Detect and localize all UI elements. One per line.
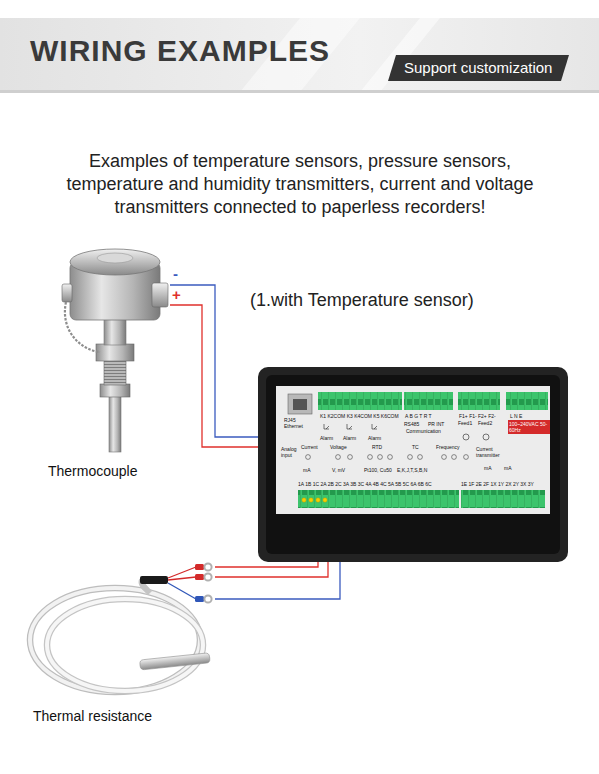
terminal-label: Frequency	[436, 444, 460, 450]
sensor-caption: Thermal resistance	[33, 707, 152, 725]
tag-box: Support customization	[388, 55, 569, 81]
section-heading: (1.with Temperature sensor)	[250, 289, 474, 311]
paperless-recorder: RJ45 EthernetK1 K2COM K3 K4COM K5 K6COMA…	[258, 367, 568, 562]
terminal-label: mA	[303, 467, 311, 473]
terminal-label: Current transmitter	[476, 446, 516, 458]
thermal-resistance-drawing	[30, 563, 212, 692]
terminal-label: RS485	[404, 421, 419, 427]
terminal-label: L N E	[510, 413, 546, 419]
terminal-label: Voltage	[330, 444, 347, 450]
tag-shape	[388, 55, 569, 81]
terminal-label: Communication	[406, 428, 441, 434]
header-band	[0, 18, 599, 93]
terminal-label: A B G T R T	[405, 413, 453, 419]
terminal-label: PR INT	[428, 421, 444, 427]
terminal-label: E,K,J,T,S,B,N	[397, 467, 427, 473]
signal-wire	[215, 562, 328, 577]
terminal-label: Alarm	[343, 435, 356, 441]
terminal-label: Alarm	[320, 435, 333, 441]
terminal-label: RJ45 Ethernet	[284, 417, 314, 429]
signal-wire	[215, 562, 340, 599]
terminal-label: Pt100, Cu50	[364, 467, 392, 473]
signal-wire	[170, 305, 258, 447]
terminal-label: K1 K2COM K3 K4COM K5 K6COM	[320, 413, 404, 419]
terminal-label: V, mV	[332, 467, 345, 473]
sensor-caption: Thermocouple	[48, 462, 138, 480]
description-text: Examples of temperature sensors, pressur…	[40, 150, 560, 219]
terminal-label: TC	[412, 444, 419, 450]
tag-text: Support customization	[404, 59, 552, 77]
thermocouple-sensor: Thermocouple	[40, 245, 170, 482]
page-title: WIRING EXAMPLES	[30, 34, 330, 68]
polarity-mark: +	[172, 287, 181, 303]
terminal-label: Feed1	[458, 420, 472, 426]
thermal-resistance-sensor: Thermal resistance	[25, 555, 215, 727]
terminal-label: 1E 1F 2E 2F 1X 1Y 2X 2Y 3X 3Y	[461, 481, 534, 487]
terminal-label: mA	[504, 465, 512, 471]
recorder-housing	[258, 367, 568, 562]
terminal-label: Current	[301, 444, 318, 450]
signal-wire	[170, 285, 258, 437]
terminal-label: F1+ F1- F2+ F2-	[459, 413, 501, 419]
polarity-mark: -	[173, 266, 178, 282]
terminal-label: RTD	[372, 444, 382, 450]
terminal-label: Alarm	[368, 435, 381, 441]
terminal-label: 1A 1B 1C 2A 2B 2C 3A 3B 3C 4A 4B 4C 5A 5…	[298, 481, 432, 487]
terminal-label: Analog input	[281, 446, 301, 458]
terminal-label: mA	[484, 465, 492, 471]
terminal-label: Feed2	[478, 420, 492, 426]
thermocouple-drawing	[62, 249, 168, 452]
signal-wire	[215, 562, 318, 567]
power-rating-label: 100~240VAC 50-60Hz	[508, 420, 550, 434]
